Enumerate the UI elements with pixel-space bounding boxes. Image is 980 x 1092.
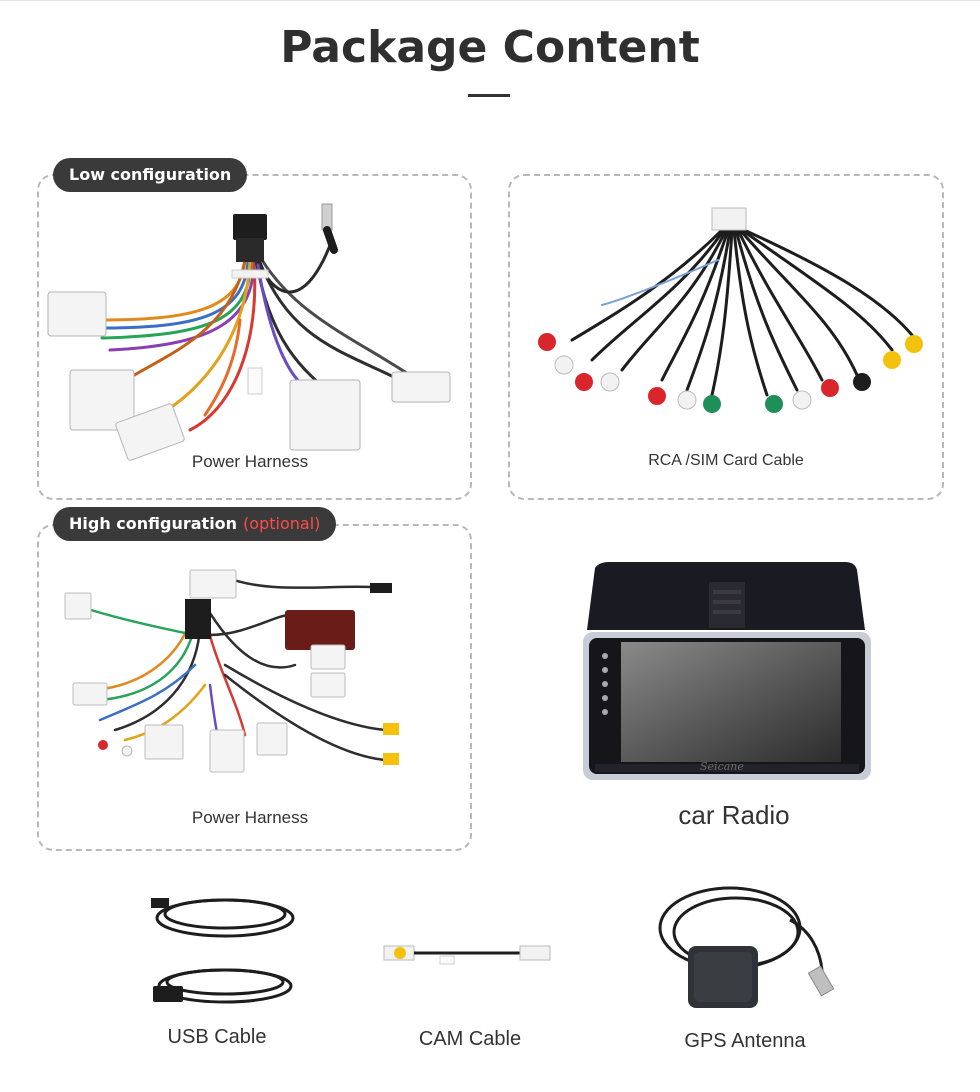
high-config-caption: Power Harness [191, 808, 309, 827]
low-config-badge-label: Low configuration [69, 165, 232, 184]
high-config-badge: High configuration (optional) [53, 507, 337, 541]
rca-cable-image [538, 207, 923, 413]
usb-cable-image [151, 898, 295, 1004]
cam-cable-image [383, 945, 551, 965]
page-title: Package Content [280, 22, 700, 73]
low-config-badge: Low configuration [53, 158, 248, 192]
radio-brand-logo: Seicane [700, 760, 744, 773]
title-underline [468, 94, 510, 97]
power-harness-low-image [47, 203, 451, 461]
low-config-panel [37, 174, 472, 500]
car-radio-caption: car Radio [678, 800, 790, 830]
usb-cable-caption: USB Cable [167, 1026, 267, 1048]
top-divider [0, 0, 980, 1]
gps-antenna-image [658, 886, 835, 1008]
rca-cable-panel [508, 174, 944, 500]
gps-antenna-caption: GPS Antenna [684, 1030, 806, 1052]
rca-cable-caption: RCA /SIM Card Cable [648, 452, 804, 469]
high-config-badge-label: High configuration [69, 514, 238, 533]
power-harness-high-image [64, 569, 399, 773]
car-radio-image: Seicane [583, 562, 871, 780]
low-config-caption: Power Harness [191, 452, 309, 471]
high-config-optional-note: (optional) [243, 514, 321, 533]
cam-cable-caption: CAM Cable [418, 1028, 522, 1050]
